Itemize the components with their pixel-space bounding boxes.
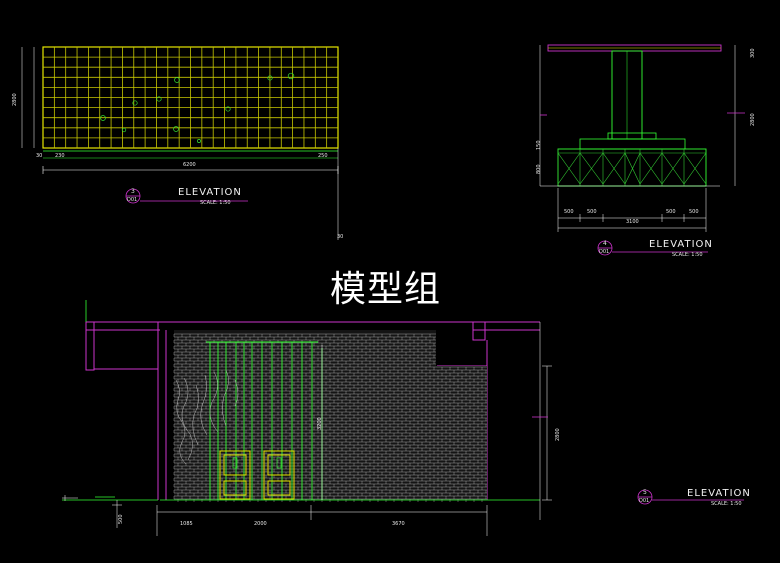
railing-brace bbox=[661, 152, 685, 185]
grid-hangers bbox=[100, 72, 295, 143]
railing-brace bbox=[557, 152, 581, 185]
stray-dim: 30 bbox=[337, 234, 344, 240]
elevation-4-seg2: 500 bbox=[587, 209, 597, 215]
railing-brace bbox=[624, 152, 641, 185]
elevation-4-scale: SCALE: 1:50 bbox=[672, 252, 703, 258]
elevation-3-height-dim: 2800 bbox=[12, 93, 18, 106]
railing-brace bbox=[683, 152, 707, 185]
elevation-5-height-dim: 2800 bbox=[555, 428, 561, 441]
elevation-4-top-dim: 300 bbox=[750, 48, 756, 58]
elevation-5-title: ELEVATION bbox=[687, 488, 751, 499]
elevation-4-total: 3100 bbox=[626, 219, 639, 225]
railing-brace bbox=[602, 152, 626, 185]
railing-brace bbox=[579, 152, 604, 185]
elevation-4-seg4: 500 bbox=[689, 209, 699, 215]
elevation-3-grid bbox=[21, 46, 339, 240]
elevation-5-sheet-ref: D01 bbox=[639, 498, 650, 504]
planter-doors bbox=[219, 450, 295, 500]
elevation-5-seg3: 3670 bbox=[392, 521, 405, 527]
elevation-3-sheet-ref: D01 bbox=[127, 197, 138, 203]
elevation-4-detail-no: 4 bbox=[603, 240, 607, 247]
elevation-5-inner-height: 3200 bbox=[317, 417, 323, 430]
elevation-4-seg1: 500 bbox=[564, 209, 574, 215]
elevation-4-lower-b: 800 bbox=[536, 164, 542, 174]
elevation-4-title: ELEVATION bbox=[649, 239, 713, 250]
elevation-4-seg3: 500 bbox=[666, 209, 676, 215]
elevation-5-scale: SCALE: 1:50 bbox=[711, 501, 742, 507]
elevation-5-detail-no: 5 bbox=[643, 489, 647, 496]
elevation-4-sheet-ref: D01 bbox=[599, 249, 610, 255]
elevation-4-canopy bbox=[539, 44, 745, 256]
elevation-3-width-dim: 6200 bbox=[183, 162, 196, 168]
elevation-5-wall bbox=[62, 300, 744, 536]
elevation-4-mid-dim: 2800 bbox=[750, 113, 756, 126]
elevation-3-module-left: 30 bbox=[36, 153, 43, 159]
watermark-text: 模型组 bbox=[330, 269, 442, 310]
elevation-3-detail-no: 3 bbox=[131, 188, 135, 195]
railing-brace bbox=[639, 152, 663, 185]
tree-sketch bbox=[175, 369, 239, 465]
elevation-5-base-dim: 500 bbox=[118, 514, 124, 524]
elevation-3-module-right: 250 bbox=[318, 153, 328, 159]
elevation-5-seg1: 1085 bbox=[180, 521, 193, 527]
elevation-4-lower-a: 150 bbox=[536, 140, 542, 150]
elevation-5-seg2: 2000 bbox=[254, 521, 267, 527]
elevation-3-scale: SCALE: 1:50 bbox=[200, 200, 231, 206]
elevation-3-title: ELEVATION bbox=[178, 187, 242, 198]
elevation-3-module-mid: 230 bbox=[55, 153, 65, 159]
